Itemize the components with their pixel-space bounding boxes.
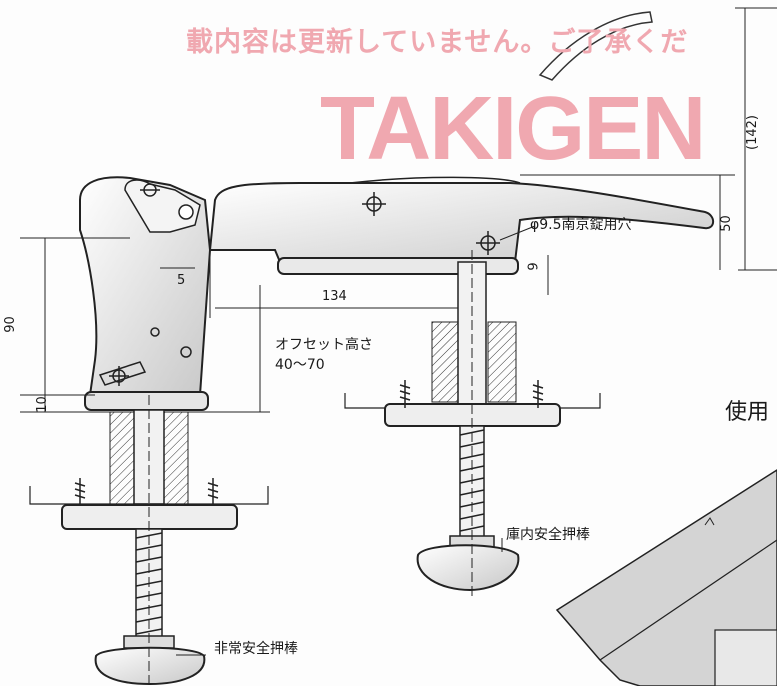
left-base-plate bbox=[84, 391, 209, 411]
dimension-50-label: 50 bbox=[718, 215, 734, 232]
inner-safety-rod-label: 庫内安全押棒 bbox=[506, 527, 590, 543]
emergency-safety-rod-label: 非常安全押棒 bbox=[214, 641, 298, 657]
watermark-notice: 載内容は更新していません。ご了承くだ bbox=[186, 27, 689, 58]
dimension-134-label: 134 bbox=[322, 289, 347, 304]
center-wall-left bbox=[431, 321, 461, 403]
watermark-logo: TAKIGEN bbox=[320, 79, 706, 179]
dimension-9-label: 9 bbox=[526, 262, 542, 271]
emergency-push-knob bbox=[94, 646, 206, 686]
offset-height-range: 40～70 bbox=[275, 357, 325, 373]
left-nails bbox=[74, 478, 219, 505]
handle-lever bbox=[208, 182, 715, 263]
handle-upper-edge bbox=[349, 176, 521, 184]
usage-label: 使用 bbox=[725, 400, 770, 425]
left-wall-left bbox=[109, 411, 137, 505]
dimension-142 bbox=[735, 7, 777, 271]
dimension-142-label: (142) bbox=[744, 115, 760, 150]
center-nails bbox=[399, 380, 544, 408]
center-wall-right bbox=[487, 321, 517, 403]
hinge-pin bbox=[178, 204, 194, 220]
dimension-5-label: 5 bbox=[177, 273, 186, 288]
left-wall-right bbox=[161, 411, 189, 505]
dimension-90-label: 90 bbox=[2, 316, 18, 333]
dimension-10-label: 10 bbox=[34, 396, 50, 413]
crosshair-holes bbox=[109, 183, 500, 386]
offset-height-title: オフセット高さ bbox=[275, 337, 373, 353]
lock-hole-note: φ9.5南京錠用穴 bbox=[530, 217, 632, 233]
hinge-top-mechanism bbox=[124, 179, 201, 233]
slot bbox=[98, 361, 147, 386]
dimension-50 bbox=[520, 174, 735, 270]
handle-curve-top bbox=[538, 11, 653, 81]
inner-push-knob bbox=[416, 544, 520, 592]
